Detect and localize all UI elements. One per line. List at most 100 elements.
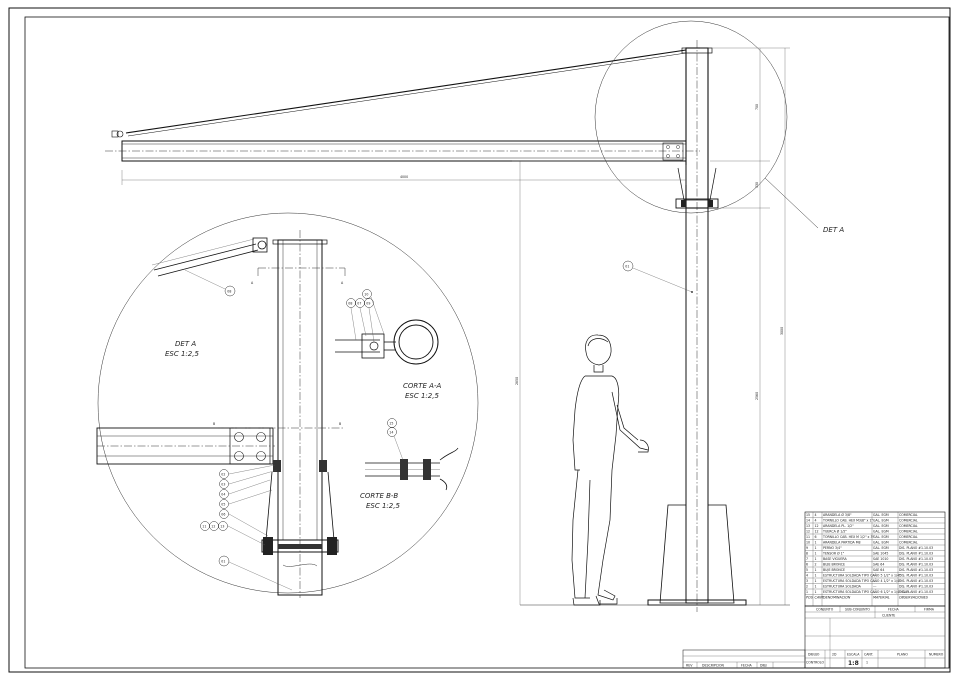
svg-text:CLIENTE: CLIENTE — [882, 614, 895, 618]
table-cell: 1 — [815, 552, 817, 556]
table-cell: 1 — [815, 579, 817, 583]
table-cell: COMERCIAL — [899, 541, 918, 545]
svg-text:06: 06 — [221, 513, 225, 517]
svg-text:09: 09 — [366, 302, 370, 306]
table-cell: 1 — [815, 590, 817, 594]
table-header-cell: POS — [806, 596, 814, 600]
leader-dot — [691, 291, 693, 293]
svg-text:A: A — [341, 281, 344, 285]
svg-text:FECHA: FECHA — [888, 608, 899, 612]
detail-a-leader — [764, 177, 819, 229]
svg-text:DIBJ: DIBJ — [760, 664, 767, 668]
section-aa-scale: ESC 1:2,5 — [405, 392, 439, 400]
table-cell: 4 — [815, 513, 817, 517]
table-cell: DIS. PLANO #1.10.03 — [899, 585, 933, 589]
table-cell: BUJE BRONCE — [823, 568, 845, 572]
plate-bolt — [676, 145, 680, 149]
section-bb-scale: ESC 1:2,5 — [366, 502, 400, 510]
svg-text:4000: 4000 — [400, 175, 408, 179]
table-cell: ARANDELA Ø 3/8" — [823, 512, 852, 517]
table-cell: GAL. EGM — [873, 524, 889, 528]
svg-text:08: 08 — [227, 290, 231, 294]
svg-text:13: 13 — [220, 525, 224, 529]
svg-text:700: 700 — [755, 104, 759, 110]
table-cell: 1 — [815, 546, 817, 550]
table-cell: --- — [873, 590, 876, 594]
table-cell: DIS. PLANO #1.10.03 — [899, 579, 933, 583]
table-cell: 6 — [806, 563, 808, 567]
table-cell: TORNILLO CAB. HEX M 1/2" x 3" — [822, 535, 874, 539]
svg-text:ESCALA: ESCALA — [847, 653, 860, 657]
table-cell: SAE 1045 — [873, 552, 888, 556]
table-cell: COMERCIAL — [899, 535, 918, 539]
section-aa-view: 08 07 09 10 CORTE A-A ESC 1:2,5 — [335, 289, 441, 400]
svg-text:CONTROLO: CONTROLO — [806, 661, 824, 665]
table-cell: DIS. PLANO #1.10.03 — [899, 546, 933, 550]
table-cell: 5 — [806, 568, 808, 572]
outer-frame — [8, 7, 951, 673]
table-cell: ESTRUCTURA SOLDADA TIPO CAÑO 6 1/2" x 1/… — [823, 589, 909, 594]
detail-a-view: A A B B DET A ESC 1:2,5 08 02 03 04 05 0… — [96, 212, 479, 598]
table-cell: ARANDELA PARTIDA M8 — [823, 541, 860, 545]
table-cell: 9 — [806, 546, 808, 550]
svg-text:2D: 2D — [832, 653, 837, 657]
table-cell: BASE VIGUERA — [823, 557, 847, 561]
human-scale-figure — [571, 334, 649, 606]
table-cell: 4 — [815, 519, 817, 523]
table-cell: GAL. EGM — [873, 546, 889, 550]
svg-text:15: 15 — [389, 422, 393, 426]
svg-text:12: 12 — [211, 525, 215, 529]
section-aa-ring-inner — [398, 324, 434, 360]
table-cell: SAE 64 — [873, 563, 884, 567]
table-cell: BUJE BRONCE — [823, 563, 845, 567]
svg-text:FECHA: FECHA — [741, 664, 752, 668]
table-cell: GAL. EGM — [873, 530, 889, 534]
table-cell: GAL. EGM — [873, 519, 889, 523]
table-cell: TUERCA Ø 1/2" — [822, 529, 847, 534]
plate-bolt — [666, 145, 670, 149]
detail-a-title: DET A — [175, 340, 196, 348]
clamp-bolt — [681, 200, 686, 207]
svg-text:REV: REV — [686, 664, 693, 668]
part-tag-leader — [632, 267, 693, 293]
svg-text:14: 14 — [389, 431, 393, 435]
table-header-cell: OBSERVACIONES — [899, 596, 929, 600]
table-cell: 12 — [815, 530, 819, 534]
table-cell: DIS. PLANO #1.10.03 — [899, 590, 933, 594]
table-cell: DIS. PLANO #1.10.03 — [899, 568, 933, 572]
svg-text:B: B — [339, 422, 341, 426]
svg-text:B: B — [213, 422, 215, 426]
section-bb-view: 15 14 CORTE B-B ESC 1:2,5 — [360, 418, 459, 510]
plate-bolt — [676, 154, 680, 158]
title-block: CONJUNTO SUB-CONJUNTO FECHA FIRMA CLIENT… — [682, 605, 946, 669]
table-cell: --- — [873, 574, 876, 578]
table-cell: COMERCIAL — [899, 524, 918, 528]
table-cell: GAL. EGM — [873, 513, 889, 517]
tie-rod-end-joint — [116, 130, 124, 138]
section-aa-title: CORTE A-A — [403, 382, 441, 390]
table-cell: 15 — [806, 513, 810, 517]
svg-text:1: 1 — [866, 661, 868, 665]
table-cell: DIS. PLANO #1.10.03 — [899, 563, 933, 567]
detail-a-border — [97, 212, 479, 594]
table-cell: COMERCIAL — [899, 519, 918, 523]
table-cell: PERNO 3/4" — [823, 546, 842, 550]
detail-part-tags: 08 02 03 04 05 06 11 12 13 01 — [184, 269, 293, 591]
section-aa-ring-outer — [393, 319, 439, 365]
table-cell: ESTRUCTURA SOLDADA — [823, 585, 862, 589]
svg-text:04: 04 — [221, 493, 225, 497]
table-cell: 12 — [806, 530, 810, 534]
table-header-cell: MATERIAL — [873, 596, 890, 600]
svg-text:DESCRIPCION: DESCRIPCION — [702, 664, 724, 668]
detail-a-circle — [594, 20, 788, 214]
svg-text:05: 05 — [221, 503, 225, 507]
table-cell: 10 — [806, 541, 810, 545]
svg-text:01: 01 — [221, 560, 225, 564]
table-cell: 1 — [806, 590, 808, 594]
table-cell: ESTRUCTURA SOLDADA TIPO CAÑO 4 1/2" x 1/… — [823, 578, 901, 583]
table-cell: TENSOR Ø 1" — [822, 551, 845, 556]
svg-text:3000: 3000 — [780, 327, 784, 335]
table-cell: 3 — [806, 579, 808, 583]
tie-rod-end-fork — [111, 130, 119, 138]
